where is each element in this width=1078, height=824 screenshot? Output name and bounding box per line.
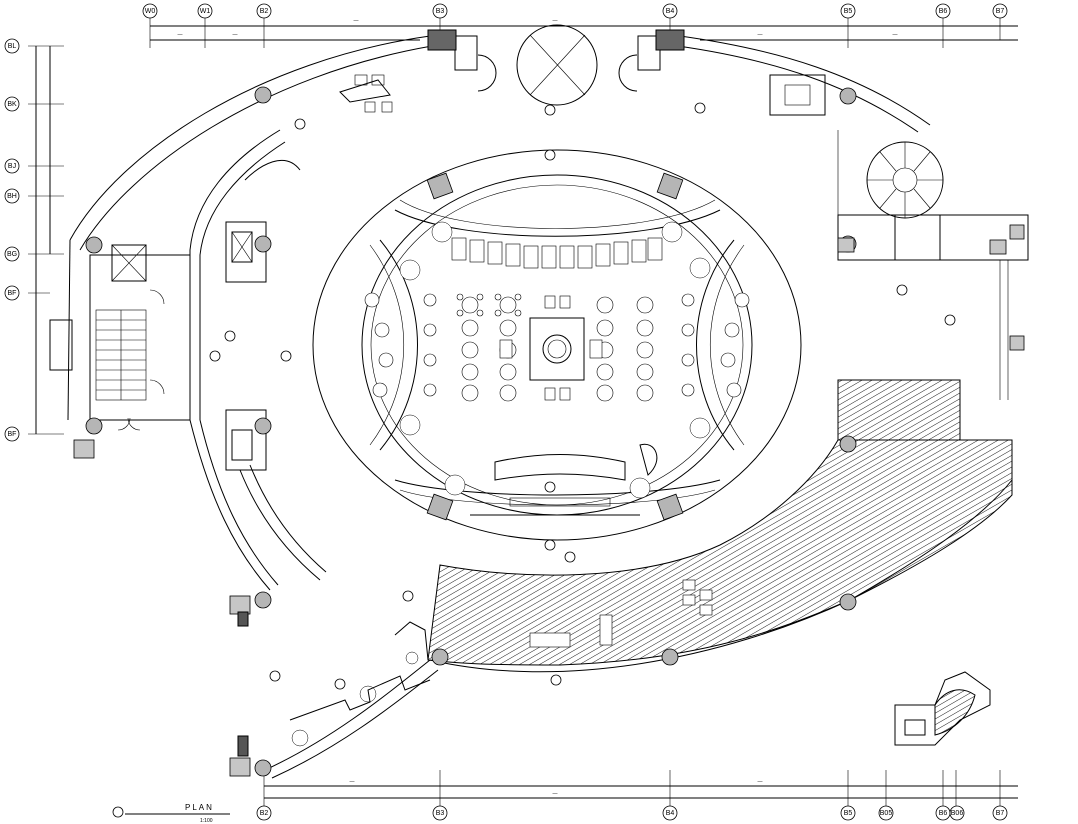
axis-label: W1 [200, 8, 211, 15]
axis-bubble: B7 [992, 805, 1008, 821]
axis-label: BF [8, 290, 17, 297]
elevator-shafts [225, 221, 267, 471]
axis-bubble: B6 [935, 3, 951, 19]
axis-label: B5 [844, 8, 853, 15]
axis-bubble: BF [4, 285, 20, 301]
axis-bubble: BG [4, 246, 20, 262]
axis-bubble: B3 [432, 3, 448, 19]
top-dimension-line: — — — — — — [149, 18, 1018, 48]
curved-seating-left [364, 292, 437, 398]
dining-tables-left [456, 293, 522, 402]
stair-treads [96, 319, 146, 391]
axis-label: B5 [844, 810, 853, 817]
svg-text:—: — [758, 32, 763, 38]
right-service-rooms [837, 130, 1029, 400]
axis-bubble: BH [4, 188, 20, 204]
svg-text:—: — [758, 779, 763, 785]
stepped-wall [289, 621, 431, 721]
section-markers [209, 102, 956, 690]
axis-bubble: B6 [935, 805, 951, 821]
axis-bubble: W0 [142, 3, 158, 19]
lounge-top-right [769, 74, 826, 116]
svg-text:—: — [893, 32, 898, 38]
axis-label: B6 [939, 810, 948, 817]
lounge-top-left [339, 74, 393, 113]
axis-bubble: B4 [662, 805, 678, 821]
axis-label: B05 [880, 810, 893, 817]
key-plan [894, 671, 991, 746]
curved-seating-right [681, 292, 750, 398]
axis-label: BJ [8, 163, 16, 170]
plan-label: PLAN [185, 803, 214, 812]
axis-bubble: BF [4, 426, 20, 442]
bottom-dimension-line: — — — [263, 770, 1018, 806]
drawing-title: PLAN 1:100 [112, 803, 230, 824]
axis-label: W0 [145, 8, 156, 15]
axis-label: B2 [260, 8, 269, 15]
axis-bubble: B4 [662, 3, 678, 19]
spiral-staircase [866, 141, 944, 219]
axis-label: B06 [951, 810, 964, 817]
round-columns [85, 86, 857, 777]
axis-bubble: BK [4, 96, 20, 112]
stair-core [49, 244, 191, 431]
axis-bubble: B7 [992, 3, 1008, 19]
plants [291, 221, 711, 747]
axis-bubble: B2 [256, 805, 272, 821]
axis-label: B4 [666, 8, 675, 15]
svg-text:—: — [178, 32, 183, 38]
axis-label: BK [7, 101, 17, 108]
axis-label: BL [8, 43, 17, 50]
axis-label: BH [7, 193, 17, 200]
square-column-blocks [73, 224, 1025, 777]
axis-bubble: B2 [256, 3, 272, 19]
hatched-kitchen-area [427, 379, 1013, 666]
left-axis-bubbles: BL BK BJ BH BG BF BF [4, 38, 20, 442]
hall-columns [426, 172, 684, 521]
central-hall [312, 149, 802, 541]
axis-label: B3 [436, 8, 445, 15]
svg-text:—: — [233, 32, 238, 38]
axis-label: B2 [260, 810, 269, 817]
central-feature [499, 295, 603, 401]
axis-label: B6 [939, 8, 948, 15]
bottom-axis-bubbles: B2 B3 B4 B5 B05 B6 B06 B7 [256, 805, 1008, 821]
svg-text:—: — [553, 18, 558, 24]
axis-bubble: B5 [840, 805, 856, 821]
svg-text:—: — [553, 791, 558, 797]
axis-label: B4 [666, 810, 675, 817]
plan-scale: 1:100 [200, 818, 213, 824]
left-dimension-line [28, 45, 64, 435]
axis-bubble: BJ [4, 158, 20, 174]
axis-label: B7 [996, 8, 1005, 15]
axis-label: B3 [436, 810, 445, 817]
svg-text:—: — [350, 779, 355, 785]
axis-label: BF [8, 431, 17, 438]
axis-label: B7 [996, 810, 1005, 817]
axis-bubble: B06 [949, 805, 965, 821]
axis-bubble: B3 [432, 805, 448, 821]
svg-text:—: — [354, 18, 359, 24]
bar-counter [470, 443, 658, 516]
booth-seating-top [451, 237, 663, 269]
dining-tables-right [596, 296, 654, 402]
axis-bubble: BL [4, 38, 20, 54]
axis-bubble: W1 [197, 3, 213, 19]
main-entrance [427, 24, 685, 116]
top-axis-bubbles: W0 W1 B2 B3 B4 B5 B6 B7 [142, 3, 1008, 19]
axis-bubble: B05 [878, 805, 894, 821]
axis-bubble: B5 [840, 3, 856, 19]
axis-label: BG [7, 251, 17, 258]
